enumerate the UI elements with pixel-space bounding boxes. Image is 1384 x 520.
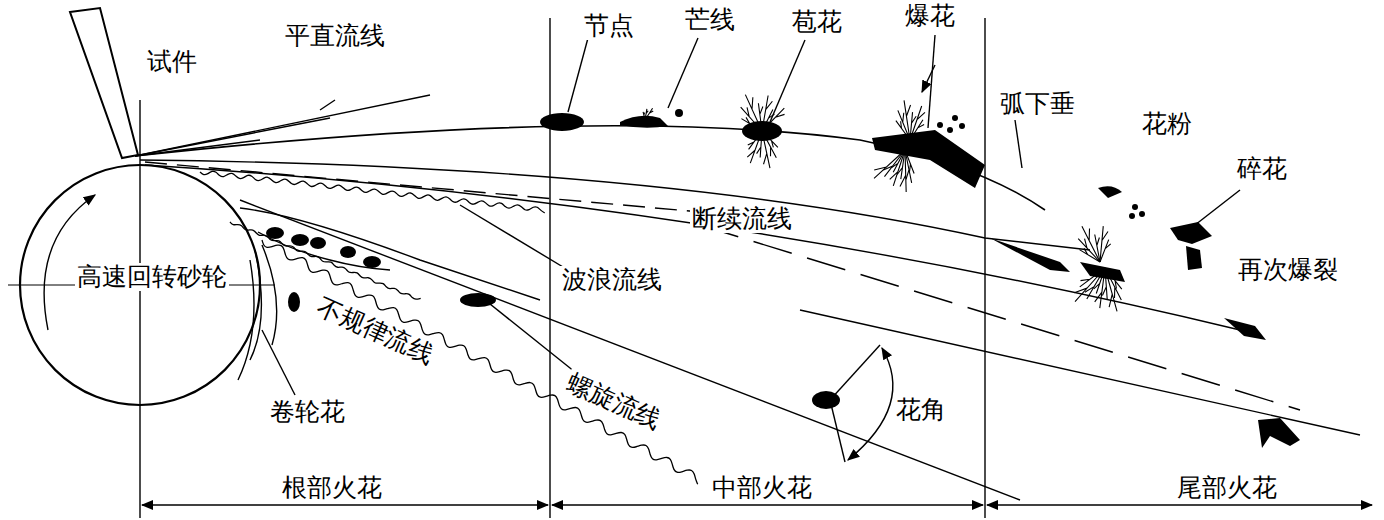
spark-stroke bbox=[1082, 226, 1100, 262]
spark-stroke bbox=[145, 165, 1240, 330]
spark-stroke bbox=[460, 293, 496, 307]
spark-stroke bbox=[8, 8, 1372, 518]
spark-stroke bbox=[1195, 190, 1240, 225]
zone-label: 根部火花 bbox=[280, 474, 384, 502]
spark-stroke bbox=[922, 65, 935, 92]
spark-stroke bbox=[643, 95, 1122, 312]
spark-stroke bbox=[937, 122, 943, 128]
spark-stroke bbox=[460, 205, 568, 270]
spark-stroke bbox=[959, 123, 965, 129]
spark-stroke bbox=[200, 171, 545, 213]
spark-stroke bbox=[1132, 204, 1138, 210]
streamline-label: 断续流线 bbox=[690, 205, 794, 233]
spark-part-label: 卷轮花 bbox=[268, 398, 347, 426]
spark-stroke bbox=[266, 227, 284, 239]
zone-label: 尾部火花 bbox=[1175, 474, 1279, 502]
spark-part-label: 花粉 bbox=[1140, 110, 1194, 138]
spark-stroke bbox=[668, 38, 698, 108]
spark-stroke bbox=[70, 8, 138, 158]
spark-stroke bbox=[140, 160, 1090, 250]
spark-stroke bbox=[830, 400, 845, 462]
spark-stroke bbox=[552, 504, 983, 505]
spark-stroke bbox=[742, 121, 782, 141]
spark-stroke bbox=[139, 100, 140, 518]
spark-part-label: 苞花 bbox=[790, 8, 844, 36]
spark-stroke bbox=[238, 260, 254, 380]
spark-stroke bbox=[262, 330, 295, 395]
spark-stroke bbox=[770, 40, 805, 122]
spark-stroke bbox=[1258, 418, 1300, 448]
wheel-label: 高速回转砂轮 bbox=[75, 263, 229, 291]
spark-part-label: 节点 bbox=[582, 12, 636, 40]
spark-stroke bbox=[291, 234, 309, 246]
spark-stroke bbox=[675, 109, 683, 117]
spark-stroke bbox=[262, 240, 698, 484]
spark-stroke bbox=[700, 225, 1300, 410]
spark-stroke bbox=[262, 245, 277, 345]
spark-part-label: 芒线 bbox=[683, 6, 737, 34]
spark-stroke bbox=[1224, 318, 1266, 340]
specimen-label: 试件 bbox=[145, 48, 199, 76]
spark-stroke bbox=[320, 100, 335, 110]
spark-stroke bbox=[135, 95, 430, 156]
spark-stroke bbox=[952, 115, 958, 121]
streamline-label: 螺旋流线 bbox=[561, 368, 667, 435]
spark-stroke bbox=[947, 127, 953, 133]
spark-stroke bbox=[340, 246, 356, 258]
spark-stroke bbox=[540, 113, 584, 131]
angle-label: 花角 bbox=[894, 396, 948, 424]
streamline-label: 平直流线 bbox=[283, 22, 387, 50]
spark-stroke bbox=[1080, 262, 1125, 282]
spark-stroke bbox=[984, 18, 985, 518]
wheel-circle bbox=[20, 165, 260, 405]
streamline-label: 不规律流线 bbox=[311, 292, 440, 370]
streamline-label: 波浪流线 bbox=[560, 266, 664, 294]
spark-stroke bbox=[363, 256, 381, 268]
spark-stroke bbox=[620, 116, 668, 128]
spark-stroke bbox=[200, 171, 698, 484]
spark-stroke bbox=[990, 238, 1070, 272]
spark-part-label: 碎花 bbox=[1235, 155, 1289, 183]
spark-stroke bbox=[1170, 222, 1212, 244]
spark-stroke bbox=[812, 391, 840, 409]
spark-stroke bbox=[872, 130, 985, 188]
spark-part-label: 爆花 bbox=[903, 2, 957, 30]
spark-stroke bbox=[800, 310, 1360, 435]
spark-stroke bbox=[568, 38, 588, 112]
zone-label: 中部火花 bbox=[710, 474, 814, 502]
spark-stroke bbox=[1095, 234, 1100, 262]
spark-stroke bbox=[288, 292, 300, 312]
spark-stroke bbox=[987, 504, 1372, 505]
spark-stroke bbox=[928, 35, 935, 128]
spark-stroke bbox=[549, 18, 550, 518]
spark-stroke bbox=[830, 345, 880, 400]
spark-stroke bbox=[1015, 120, 1022, 168]
spark-stroke bbox=[890, 150, 905, 186]
spark-stroke bbox=[1098, 186, 1122, 198]
spark-stroke bbox=[135, 118, 330, 156]
spark-stroke bbox=[485, 300, 585, 380]
spark-stroke bbox=[266, 109, 1300, 448]
spark-stroke bbox=[1100, 240, 1111, 262]
spark-stroke bbox=[1186, 246, 1202, 270]
grinding-wheel: 高速回转砂轮 bbox=[18, 163, 262, 407]
spark-stroke bbox=[1139, 211, 1145, 217]
spark-part-label: 弧下垂 bbox=[998, 90, 1077, 118]
spark-stroke bbox=[310, 237, 326, 249]
spark-stroke bbox=[1129, 213, 1135, 219]
spark-stroke bbox=[848, 348, 893, 460]
spark-stroke bbox=[142, 504, 548, 505]
spark-part-label: 再次爆裂 bbox=[1236, 256, 1340, 284]
spark-stroke bbox=[240, 200, 1020, 500]
spark-stroke bbox=[135, 126, 1045, 210]
